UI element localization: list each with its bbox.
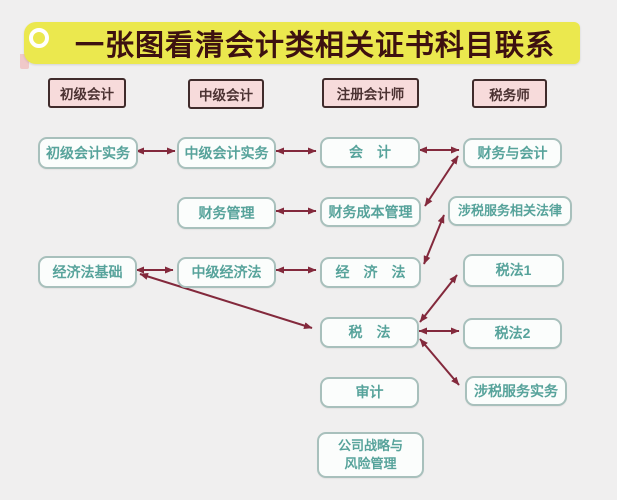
header-cpa: 注册会计师 [322, 78, 419, 108]
box-economic-law: 经 济 法 [320, 257, 421, 288]
header-junior-accounting: 初级会计 [48, 78, 126, 108]
ring-hole-icon [29, 28, 49, 48]
arrow-tax-law--tax-agency-practice [419, 338, 460, 386]
arrow-economic-law-basics--tax-law [139, 273, 313, 329]
header-intermediate-accounting: 中级会计 [188, 79, 264, 109]
box-tax-related-laws: 涉税服务相关法律 [448, 196, 572, 226]
box-finance-and-accounting: 财务与会计 [463, 138, 562, 168]
box-tax-agency-practice: 涉税服务实务 [465, 376, 567, 406]
box-junior-accounting-practice: 初级会计实务 [38, 137, 138, 169]
title-ribbon: 一张图看清会计类相关证书科目联系 [24, 22, 580, 64]
ribbon-corner-decoration [20, 54, 29, 69]
box-financial-cost-management: 财务成本管理 [320, 197, 421, 227]
box-intermediate-economic-law: 中级经济法 [177, 257, 276, 288]
box-corporate-strategy-risk-management: 公司战略与 风险管理 [317, 432, 424, 478]
box-tax-law: 税 法 [320, 317, 419, 348]
box-audit: 审计 [320, 377, 419, 408]
page-title: 一张图看清会计类相关证书科目联系 [74, 30, 555, 62]
box-accounting: 会 计 [320, 137, 420, 168]
box-tax-law-1: 税法1 [463, 254, 564, 287]
box-financial-management: 财务管理 [177, 197, 276, 229]
box-economic-law-basics: 经济法基础 [38, 256, 137, 288]
arrow-economic-law--tax-related-laws [423, 214, 445, 265]
box-tax-law-2: 税法2 [463, 318, 562, 349]
box-intermediate-accounting-practice: 中级会计实务 [177, 137, 276, 169]
arrow-tax-law--tax-law-1 [419, 274, 458, 323]
header-tax-agent: 税务师 [472, 79, 547, 108]
arrow-financial-cost-management--finance-and-accounting [424, 155, 459, 207]
